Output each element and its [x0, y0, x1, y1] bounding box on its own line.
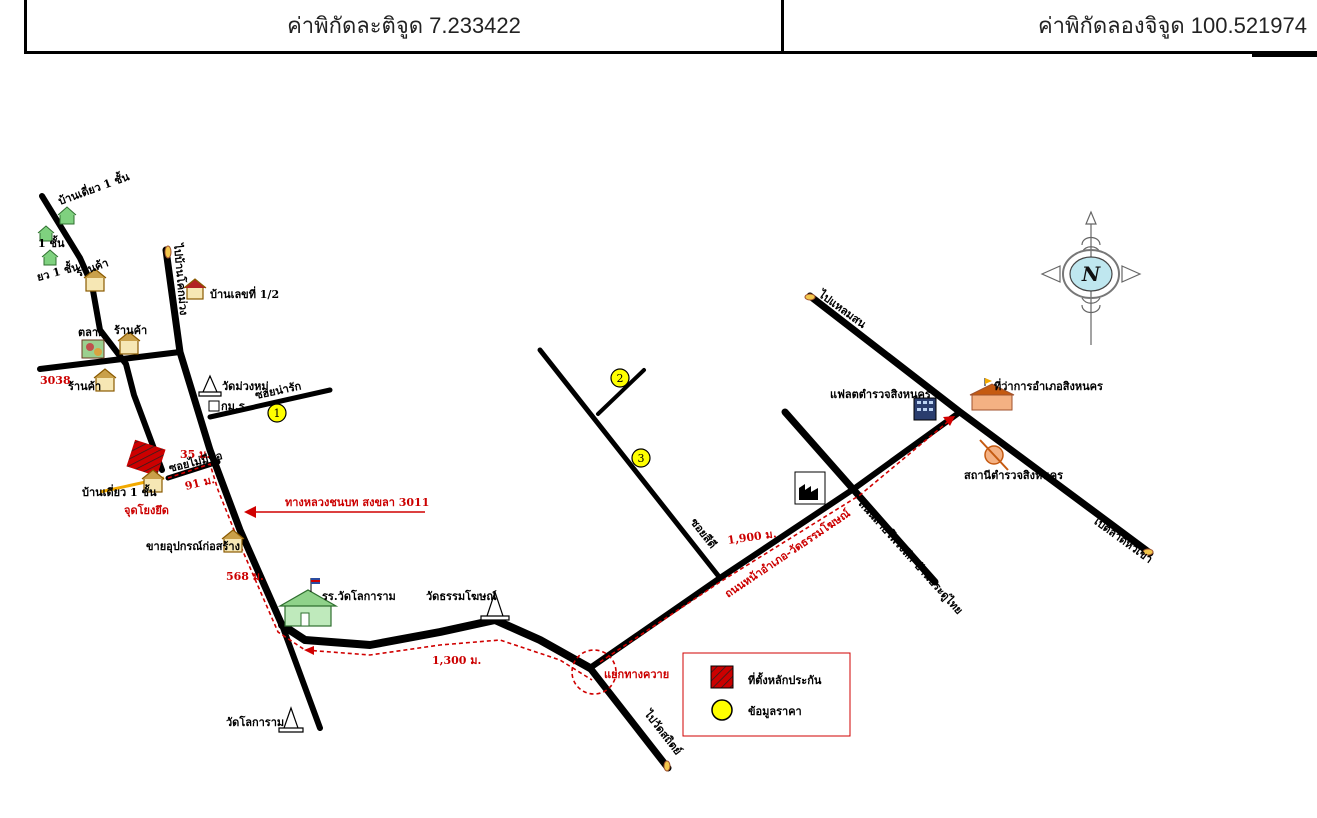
house-icons — [83, 268, 245, 553]
school-icon — [277, 578, 339, 627]
temple-icon — [198, 374, 222, 397]
label-market: ตลาด — [78, 326, 105, 339]
house-icon — [41, 249, 59, 266]
label-to-north: ไปบ้านโคกม่วง — [171, 241, 191, 316]
north-label: N — [1081, 262, 1101, 286]
road-thammasophon — [278, 616, 594, 672]
north-compass: N — [1040, 210, 1142, 345]
label-single-storey-left-b: ยว 1 ชั้น — [35, 258, 81, 284]
highway-pointer — [244, 506, 425, 518]
road-to-wat-lokaram — [279, 622, 323, 731]
house-icon — [183, 278, 207, 300]
shop-icon — [117, 331, 141, 355]
label-highway: ทางหลวงชนบท สงขลา 3011 — [285, 496, 429, 509]
green-house-icons — [37, 206, 77, 266]
house-icon — [57, 206, 77, 225]
header-divider — [1252, 54, 1317, 57]
price-marker-3: 3 — [631, 448, 651, 468]
label-distance-1300: 1,300 ม. — [432, 654, 481, 667]
legend: ที่ตั้งหลักประกัน ข้อมูลราคา — [682, 652, 851, 737]
building-icon — [913, 397, 937, 421]
label-district-office: ที่ว่าการอำเภอสิงหนคร — [994, 378, 1103, 393]
route-arrowhead-west — [304, 646, 314, 655]
legend-price-label: ข้อมูลราคา — [748, 705, 802, 719]
route-path — [167, 419, 951, 695]
road-main-east — [587, 409, 963, 671]
road-soi-siti — [537, 347, 723, 581]
road-right-diagonal — [781, 408, 939, 586]
shop-icon — [83, 268, 107, 292]
label-school: รร.วัดโลการาม — [322, 589, 396, 603]
house-icon — [141, 469, 165, 493]
label-to-bottom-right: ไปตลาดหัวเขา — [1089, 512, 1156, 566]
label-main-road: ถนนหน้าอำเภอ-วัดธรรมโฆษณ์ — [722, 506, 853, 601]
label-wat-lokaram: วัดโลการาม — [226, 715, 284, 729]
svg-text:1: 1 — [274, 407, 281, 420]
police-station-icon — [979, 439, 1009, 471]
road-3038 — [37, 349, 183, 372]
latitude-cell: ค่าพิกัดละติจูด 7.233422 — [24, 0, 784, 54]
collateral-site-marker[interactable] — [126, 439, 166, 477]
label-police-station: สถานีตำรวจสิงหนคร — [964, 469, 1063, 482]
label-wat-muang: วัดม่วงหมู่ — [222, 380, 269, 394]
office-icon — [208, 400, 220, 412]
label-road-3038: 3038 — [40, 374, 71, 387]
price-marker-2: 2 — [610, 368, 630, 388]
label-single-storey-left-a: 1 ชั้น — [38, 235, 65, 250]
label-shop-3: ร้านค้า — [68, 380, 101, 393]
longitude-text: ค่าพิกัดลองจิจูด 100.521974 — [1037, 13, 1307, 38]
legend-site-swatch — [710, 665, 734, 689]
house-icon — [37, 225, 55, 242]
label-hardware-store: ขายอุปกรณ์ก่อสร้าง — [146, 540, 240, 554]
label-road-right: ถนนสายโพรงลึก-บ้านประดู่ไทย — [855, 497, 966, 618]
road-end-caps — [164, 245, 1154, 772]
label-house-no: บ้านเลขที่ 1/2 — [210, 286, 279, 301]
svg-text:2: 2 — [617, 372, 624, 385]
district-office-icon — [969, 378, 1015, 411]
factory-icon — [794, 471, 826, 505]
road-top-left — [39, 193, 165, 473]
temple-icon — [278, 706, 304, 733]
label-community: กม.ร — [221, 400, 245, 413]
label-single-storey-site: บ้านเดี่ยว 1 ชั้น — [82, 484, 157, 499]
temple-icons — [198, 374, 510, 733]
shop-icon — [93, 368, 117, 392]
road-main-north — [162, 246, 286, 629]
label-single-storey-top: บ้านเดี่ยว 1 ชั้น — [56, 168, 132, 208]
market-icon — [81, 339, 105, 359]
latitude-text: ค่าพิกัดละติจูด 7.233422 — [287, 13, 521, 38]
legend-price-swatch — [711, 699, 733, 721]
label-reference-point: จุดโยงยึด — [124, 503, 169, 518]
label-distance-91: 91 ม. — [184, 473, 216, 493]
store-icon — [221, 529, 245, 553]
road-to-south — [586, 664, 672, 772]
temple-icon — [480, 590, 510, 621]
svg-text:3: 3 — [638, 452, 645, 465]
road-soi-nam-rak — [207, 387, 333, 420]
price-marker-1: 1 — [267, 403, 287, 423]
label-junction: แยกทางควาย — [604, 668, 669, 681]
label-police-flats: แฟลตตำรวจสิงหนคร — [830, 388, 931, 401]
label-shop-2: ร้านค้า — [114, 324, 147, 337]
longitude-cell: ค่าพิกัดลองจิจูด 100.521974 — [784, 0, 1317, 54]
label-distance-35: 35 ม. — [180, 448, 210, 461]
label-distance-568: 568 ม. — [226, 570, 264, 583]
legend-site-label: ที่ตั้งหลักประกัน — [748, 672, 822, 687]
road-soi-2 — [596, 368, 646, 416]
route-arrowhead-east — [943, 416, 955, 426]
price-markers[interactable]: 1 2 3 — [267, 368, 651, 468]
label-to-south: ไปวัดสถิตย์ — [640, 706, 685, 758]
label-wat-thammasophon: วัดธรรมโฆษณ์ — [426, 589, 497, 603]
road-top-right — [806, 292, 1154, 557]
